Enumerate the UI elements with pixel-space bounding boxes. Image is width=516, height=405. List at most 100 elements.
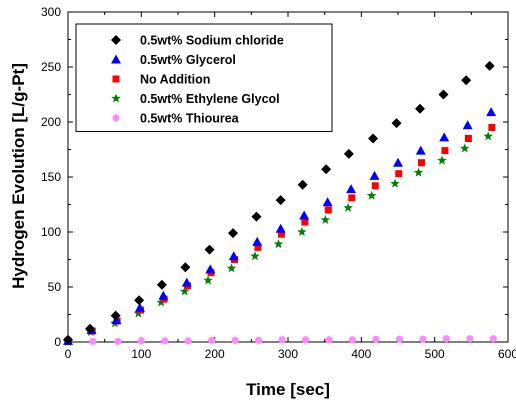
data-point xyxy=(483,131,493,141)
data-point xyxy=(273,239,284,249)
data-point xyxy=(63,334,73,345)
series-circle xyxy=(64,335,497,346)
data-point xyxy=(226,263,237,273)
data-point xyxy=(299,210,310,220)
data-point xyxy=(415,145,426,155)
legend-label: 0.5wt% Ethylene Glycol xyxy=(140,92,280,106)
series-triangle xyxy=(63,107,497,345)
data-point xyxy=(302,336,310,344)
data-point xyxy=(348,336,357,344)
data-point xyxy=(324,206,332,214)
data-point xyxy=(486,107,497,117)
data-point xyxy=(137,337,145,345)
data-point xyxy=(442,335,450,343)
y-tick-label: 50 xyxy=(48,280,62,294)
x-tick-label: 100 xyxy=(131,347,151,361)
data-point xyxy=(297,227,307,237)
data-point xyxy=(461,75,472,86)
data-point xyxy=(275,223,286,233)
x-tick-label: 200 xyxy=(205,347,225,361)
data-point xyxy=(180,262,191,273)
data-point xyxy=(301,218,309,226)
data-point xyxy=(255,336,263,344)
data-point xyxy=(251,211,262,222)
legend-marker xyxy=(111,35,121,45)
legend-marker xyxy=(111,93,121,103)
data-point xyxy=(343,148,354,159)
data-point xyxy=(275,195,286,206)
data-point xyxy=(254,243,262,251)
data-point xyxy=(228,251,239,261)
x-tick-label: 400 xyxy=(351,347,371,361)
data-point xyxy=(228,228,238,239)
data-point xyxy=(371,182,379,190)
legend-entry: No Addition xyxy=(112,73,210,87)
data-point xyxy=(395,335,404,343)
data-point xyxy=(413,167,424,177)
data-point xyxy=(89,337,97,346)
data-point xyxy=(368,133,379,144)
data-point xyxy=(252,236,263,246)
data-point xyxy=(343,202,353,212)
data-point xyxy=(114,337,122,346)
data-point xyxy=(489,335,497,343)
data-point xyxy=(415,103,425,114)
legend-label: 0.5wt% Glycerol xyxy=(140,53,236,67)
data-point xyxy=(346,184,357,194)
data-point xyxy=(134,295,145,306)
y-tick-label: 250 xyxy=(41,60,61,74)
legend-entry: 0.5wt% Sodium chloride xyxy=(111,34,284,48)
data-point xyxy=(393,157,403,167)
data-point xyxy=(437,155,447,165)
y-tick-label: 100 xyxy=(41,225,61,239)
series-square xyxy=(64,124,496,345)
data-point xyxy=(348,194,356,202)
data-point xyxy=(85,323,95,334)
data-point xyxy=(438,89,449,100)
data-point xyxy=(321,164,332,175)
series-star xyxy=(63,131,493,347)
data-point xyxy=(297,179,308,190)
y-tick-label: 150 xyxy=(41,170,61,184)
x-tick-label: 500 xyxy=(425,347,445,361)
y-tick-label: 200 xyxy=(41,115,61,129)
legend-entry: 0.5wt% Ethylene Glycol xyxy=(111,92,280,106)
y-axis-title: Hydrogen Evolution [L/g-Pt] xyxy=(9,63,28,289)
data-point xyxy=(184,337,192,345)
legend-marker xyxy=(112,114,120,122)
data-point xyxy=(179,286,190,296)
data-point xyxy=(203,275,213,285)
data-point xyxy=(366,190,377,200)
data-point xyxy=(417,159,425,167)
data-point xyxy=(464,135,472,142)
data-point xyxy=(110,310,121,321)
legend-marker xyxy=(111,54,121,64)
data-point xyxy=(439,132,450,142)
data-point xyxy=(161,337,169,345)
data-point xyxy=(369,170,380,180)
data-point xyxy=(459,143,470,153)
data-point xyxy=(181,277,192,287)
data-point xyxy=(204,244,215,255)
data-point xyxy=(158,290,169,300)
data-point xyxy=(322,197,333,207)
data-point xyxy=(208,336,216,344)
data-point xyxy=(484,60,495,71)
data-point xyxy=(205,264,216,274)
data-point xyxy=(250,251,260,261)
x-tick-label: 300 xyxy=(278,347,298,361)
legend-label: 0.5wt% Sodium chloride xyxy=(140,34,284,48)
y-tick-label: 0 xyxy=(54,335,61,349)
data-point xyxy=(395,170,403,178)
y-tick-label: 300 xyxy=(41,5,61,19)
x-axis-title: Time [sec] xyxy=(246,380,330,399)
series-diamond xyxy=(63,60,495,345)
data-point xyxy=(390,178,400,188)
legend-label: 0.5wt% Thiourea xyxy=(140,112,240,126)
data-point xyxy=(320,214,331,224)
data-point xyxy=(372,335,380,343)
x-tick-label: 600 xyxy=(498,347,516,361)
legend-entry: 0.5wt% Thiourea xyxy=(112,112,240,126)
data-point xyxy=(277,230,285,238)
